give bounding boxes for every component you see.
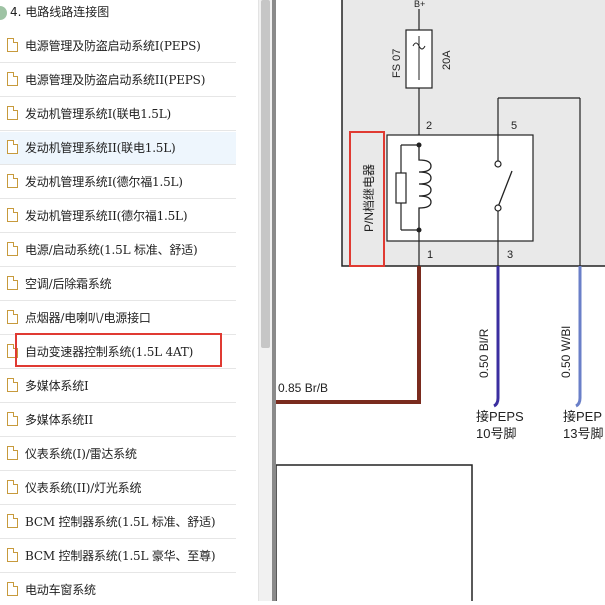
tree-item-bcm-luxury[interactable]: BCM 控制器系统(1.5L 豪华、至尊) — [0, 540, 236, 573]
tree-item-label: 发动机管理系统II(联电1.5L) — [25, 141, 176, 155]
tree-item-instrument-lighting[interactable]: 仪表系统(II)/灯光系统 — [0, 472, 236, 505]
switch-arm-icon — [497, 170, 513, 208]
peps-pin-13-sublabel: 13号脚 — [563, 426, 603, 441]
document-icon — [7, 412, 18, 426]
tree-item-multimedia-1[interactable]: 多媒体系统I — [0, 370, 236, 403]
document-icon — [7, 242, 18, 256]
document-icon — [7, 140, 18, 154]
tree-item-label: 空调/后除霜系统 — [25, 277, 112, 291]
highlight-annotation-box — [15, 333, 222, 367]
brown-wire — [276, 266, 421, 404]
tree-item-instrument-radar[interactable]: 仪表系统(I)/雷达系统 — [0, 438, 236, 471]
tree-item-bcm-standard[interactable]: BCM 控制器系统(1.5L 标准、舒适) — [0, 506, 236, 539]
tree-item-lighter-horn[interactable]: 点烟器/电喇叭/电源接口 — [0, 302, 236, 335]
tree-item-label: BCM 控制器系统(1.5L 豪华、至尊) — [25, 549, 216, 563]
b-plus-label: B+ — [414, 0, 425, 9]
pane-divider[interactable] — [272, 0, 276, 601]
tree-item-label: BCM 控制器系统(1.5L 标准、舒适) — [25, 515, 216, 529]
tree-item-ac-defrost[interactable]: 空调/后除霜系统 — [0, 268, 236, 301]
pin-1-label: 1 — [427, 249, 433, 261]
pin-5-label: 5 — [511, 120, 517, 132]
peps-pin-10-sublabel: 10号脚 — [476, 426, 516, 441]
contact-5-point — [494, 160, 502, 168]
tree-section-title: 4. 电路线路连接图 — [10, 5, 110, 19]
white-blue-wire — [575, 266, 582, 408]
tree-item-label: 发动机管理系统II(德尔福1.5L) — [25, 209, 188, 223]
document-icon — [7, 446, 18, 460]
tree-item-engine-mgmt-2-delphi[interactable]: 发动机管理系统II(德尔福1.5L) — [0, 200, 236, 233]
tree-item-peps-2[interactable]: 电源管理及防盗启动系统II(PEPS) — [0, 64, 236, 97]
wiring-diagram-view: B+ FS 07 20A 2 5 P/N档继电器 1 3 — [275, 0, 605, 605]
relay-body — [386, 134, 534, 242]
peps-pin-10-label: 接PEPS — [476, 409, 524, 424]
coil-resistor — [395, 172, 407, 204]
tree-item-power-windows[interactable]: 电动车窗系统 — [0, 574, 236, 601]
pin-2-label: 2 — [426, 120, 432, 132]
tree-item-multimedia-2[interactable]: 多媒体系统II — [0, 404, 236, 437]
fuse-symbol — [412, 36, 426, 80]
document-icon — [7, 480, 18, 494]
peps-pin-13-label: 接PEP — [563, 409, 602, 424]
wiring-diagram: B+ FS 07 20A 2 5 P/N档继电器 1 3 — [275, 0, 605, 605]
tree-item-label: 自动变速器控制系统(1.5L 4AT) — [25, 345, 194, 359]
document-icon — [7, 378, 18, 392]
tree-section-header[interactable]: 4. 电路线路连接图 — [0, 0, 109, 26]
fuse-id-label: FS 07 — [391, 49, 403, 78]
blue-red-wire — [493, 266, 500, 408]
blue-red-wire-label: 0.50 Bl/R — [477, 328, 491, 378]
tree-item-engine-mgmt-1-delphi[interactable]: 发动机管理系统I(德尔福1.5L) — [0, 166, 236, 199]
white-blue-wire-label: 0.50 W/Bl — [559, 326, 573, 378]
tree-item-engine-mgmt-1-ue[interactable]: 发动机管理系统I(联电1.5L) — [0, 98, 236, 131]
tree-item-label: 电动车窗系统 — [25, 583, 96, 597]
fuse-rating-label: 20A — [441, 50, 453, 70]
tree-item-label: 电源管理及防盗启动系统II(PEPS) — [25, 73, 206, 87]
tree-item-label: 点烟器/电喇叭/电源接口 — [25, 311, 151, 325]
contact-3-point — [494, 204, 502, 212]
tree-item-label: 电源/启动系统(1.5L 标准、舒适) — [25, 243, 198, 257]
pin-3-label: 3 — [507, 249, 513, 261]
tree-item-label: 多媒体系统II — [25, 413, 94, 427]
document-icon — [7, 106, 18, 120]
tree-item-power-start[interactable]: 电源/启动系统(1.5L 标准、舒适) — [0, 234, 236, 267]
document-icon — [7, 548, 18, 562]
relay-name-label: P/N档继电器 — [362, 164, 376, 232]
tree-item-engine-mgmt-2-ue[interactable]: 发动机管理系统II(联电1.5L) — [0, 132, 236, 165]
relay-coil-icon — [418, 145, 432, 230]
document-icon — [7, 310, 18, 324]
tree-item-label: 电源管理及防盗启动系统I(PEPS) — [25, 39, 201, 53]
tree-item-label: 多媒体系统I — [25, 379, 89, 393]
document-icon — [7, 38, 18, 52]
tree-item-peps-1[interactable]: 电源管理及防盗启动系统I(PEPS) — [0, 30, 236, 63]
tree-item-label: 仪表系统(I)/雷达系统 — [25, 447, 137, 461]
document-icon — [7, 72, 18, 86]
document-icon — [7, 174, 18, 188]
document-icon — [7, 582, 18, 596]
lower-module-box — [275, 464, 473, 605]
relay-name-highlight — [349, 131, 385, 267]
expand-toggle-icon[interactable] — [0, 5, 7, 20]
document-tree: 4. 电路线路连接图 电源管理及防盗启动系统I(PEPS) 电源管理及防盗启动系… — [0, 0, 258, 601]
document-icon — [7, 276, 18, 290]
document-icon — [7, 514, 18, 528]
tree-item-label: 发动机管理系统I(德尔福1.5L) — [25, 175, 183, 189]
document-icon — [7, 208, 18, 222]
tree-scrollbar-thumb[interactable] — [261, 0, 270, 348]
tree-item-label: 发动机管理系统I(联电1.5L) — [25, 107, 171, 121]
brown-wire-label: 0.85 Br/B — [278, 381, 328, 395]
tree-item-label: 仪表系统(II)/灯光系统 — [25, 481, 142, 495]
